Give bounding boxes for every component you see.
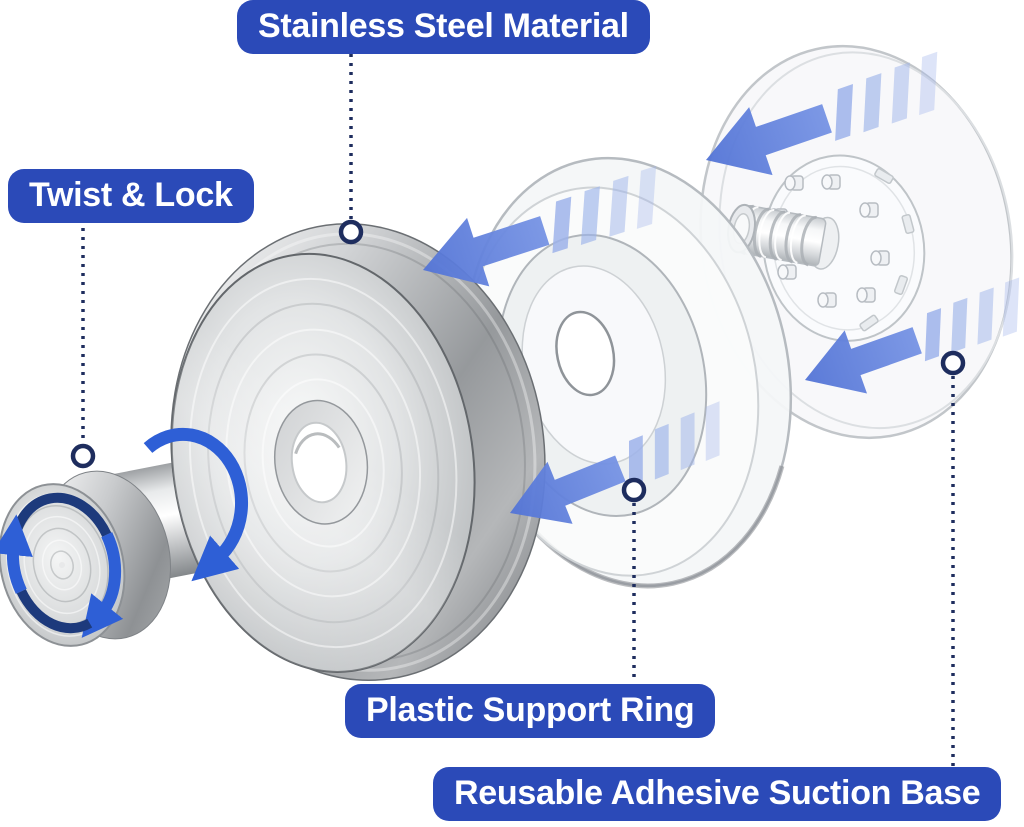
marker-dot-twist bbox=[70, 443, 96, 469]
knob-rings bbox=[6, 493, 118, 637]
marker-dot-ring bbox=[621, 477, 647, 503]
marker-dot-stainless bbox=[338, 219, 364, 245]
label-reusable-adhesive-suction-base: Reusable Adhesive Suction Base bbox=[433, 767, 1002, 821]
disc-hole bbox=[290, 421, 348, 504]
steel-disc bbox=[170, 223, 546, 681]
ring-hole bbox=[555, 310, 616, 397]
label-twist-and-lock: Twist & Lock bbox=[8, 169, 254, 223]
rotate-cycle-icon bbox=[0, 492, 124, 638]
label-stainless-steel-material: Stainless Steel Material bbox=[237, 0, 650, 54]
marker-dot-base bbox=[940, 350, 966, 376]
hub-notches bbox=[859, 168, 915, 332]
label-plastic-support-ring: Plastic Support Ring bbox=[345, 684, 716, 738]
stem-rotate-arrow-icon bbox=[143, 427, 248, 582]
